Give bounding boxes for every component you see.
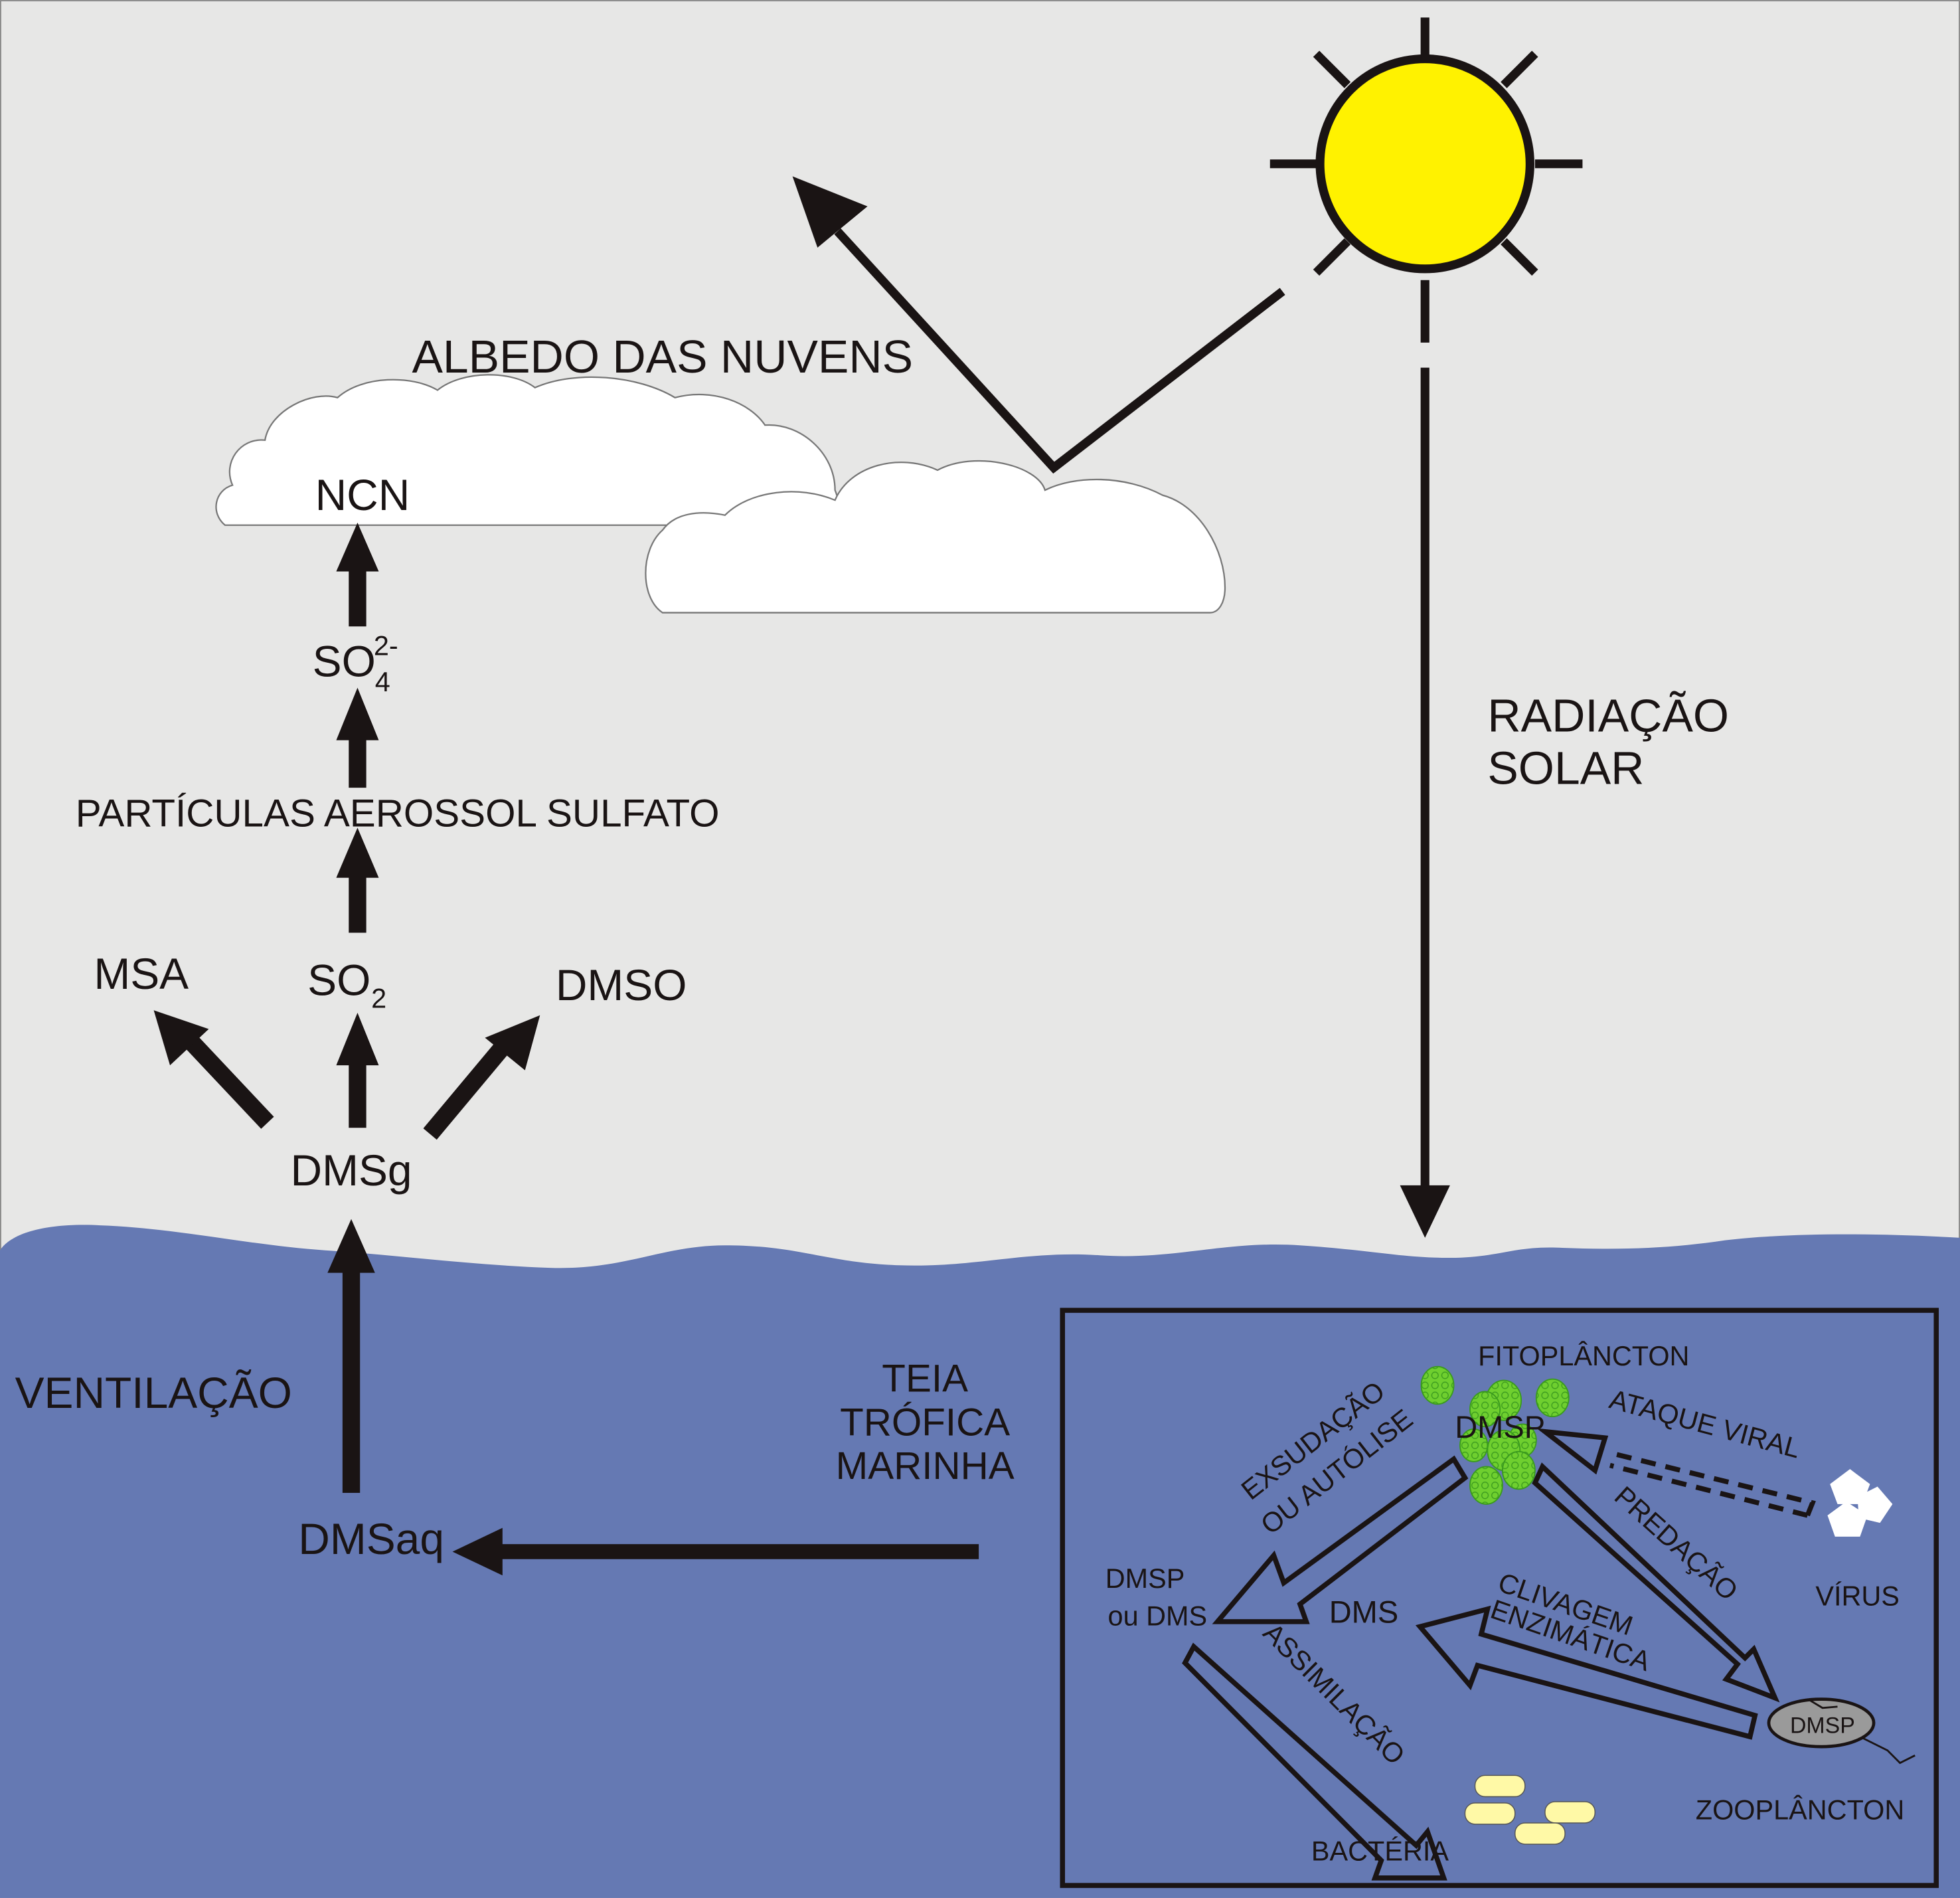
phytoplankton-label: FITOPLÂNCTON: [1478, 1341, 1689, 1371]
arrow-dmsg-to-so2: [336, 1013, 379, 1128]
so2-subscript: 2: [371, 983, 386, 1013]
bacteria-label: BACTÉRIA: [1311, 1836, 1449, 1866]
so2-label: SO: [307, 956, 370, 1005]
exudation-arrow: [1212, 1455, 1469, 1624]
sun-icon: [1269, 17, 1583, 343]
dmsg-label: DMSg: [291, 1146, 412, 1195]
virus-icon: [1827, 1469, 1893, 1537]
food-web-label-line3: MARINHA: [836, 1444, 1015, 1488]
assimilation-arrow: [1182, 1642, 1447, 1881]
msa-label: MSA: [94, 949, 189, 998]
radiation-label-line2: SOLAR: [1487, 742, 1644, 794]
predation-arrow: [1532, 1462, 1780, 1703]
food-web-label-line2: TRÓFICA: [840, 1401, 1010, 1444]
so4-subscript: 4: [375, 667, 390, 697]
ventilation-label: VENTILAÇÃO: [15, 1368, 292, 1417]
food-web-label-line1: TEIA: [882, 1357, 968, 1400]
so4-label: SO: [313, 637, 376, 686]
arrow-dmsg-to-dmso: [423, 1015, 540, 1140]
zooplankton-icon: [1767, 1697, 1916, 1765]
microbial-loop-inset: [1060, 1308, 1939, 1888]
cloud-right: [645, 460, 1226, 614]
sea: [0, 1225, 1960, 1898]
enzymatic-cleavage-arrow: [1415, 1605, 1758, 1740]
viral-attack-arrow: [1536, 1428, 1816, 1518]
so4-superscript: 2-: [374, 631, 398, 661]
dmsp-or-dms-label-line1: DMSP: [1105, 1563, 1185, 1594]
phytoplankton-icon: [1420, 1365, 1570, 1505]
virus-label: VÍRUS: [1815, 1581, 1900, 1611]
bacteria-icon: [1464, 1774, 1596, 1845]
albedo-label: ALBEDO DAS NUVENS: [412, 331, 913, 383]
food-web-arrow: [452, 1527, 979, 1576]
arrow-aerosol-to-so4: [336, 687, 379, 788]
aerosol-label: PARTÍCULAS AEROSSOL SULFATO: [76, 792, 720, 835]
ventilation-arrow: [327, 1219, 375, 1493]
dmsp-or-dms-label-line2: ou DMS: [1108, 1601, 1208, 1632]
zooplankton-label: ZOOPLÂNCTON: [1696, 1794, 1904, 1825]
zooplankton-dmsp-label: DMSP: [1790, 1713, 1855, 1738]
dms-label: DMS: [1329, 1595, 1399, 1630]
dmsaq-label: DMSaq: [298, 1514, 444, 1563]
dmso-label: DMSO: [556, 960, 687, 1009]
arrow-dmsg-to-msa: [153, 1010, 274, 1129]
arrow-so2-to-aerosol: [336, 827, 379, 933]
arrow-so4-to-ncn: [336, 523, 379, 627]
cloud-left: [215, 374, 840, 526]
phytoplankton-dmsp-label: DMSP: [1455, 1409, 1545, 1444]
ncn-label: NCN: [315, 470, 410, 519]
solar-radiation-arrow: [1400, 367, 1450, 1238]
radiation-label-line1: RADIAÇÃO: [1487, 689, 1729, 741]
